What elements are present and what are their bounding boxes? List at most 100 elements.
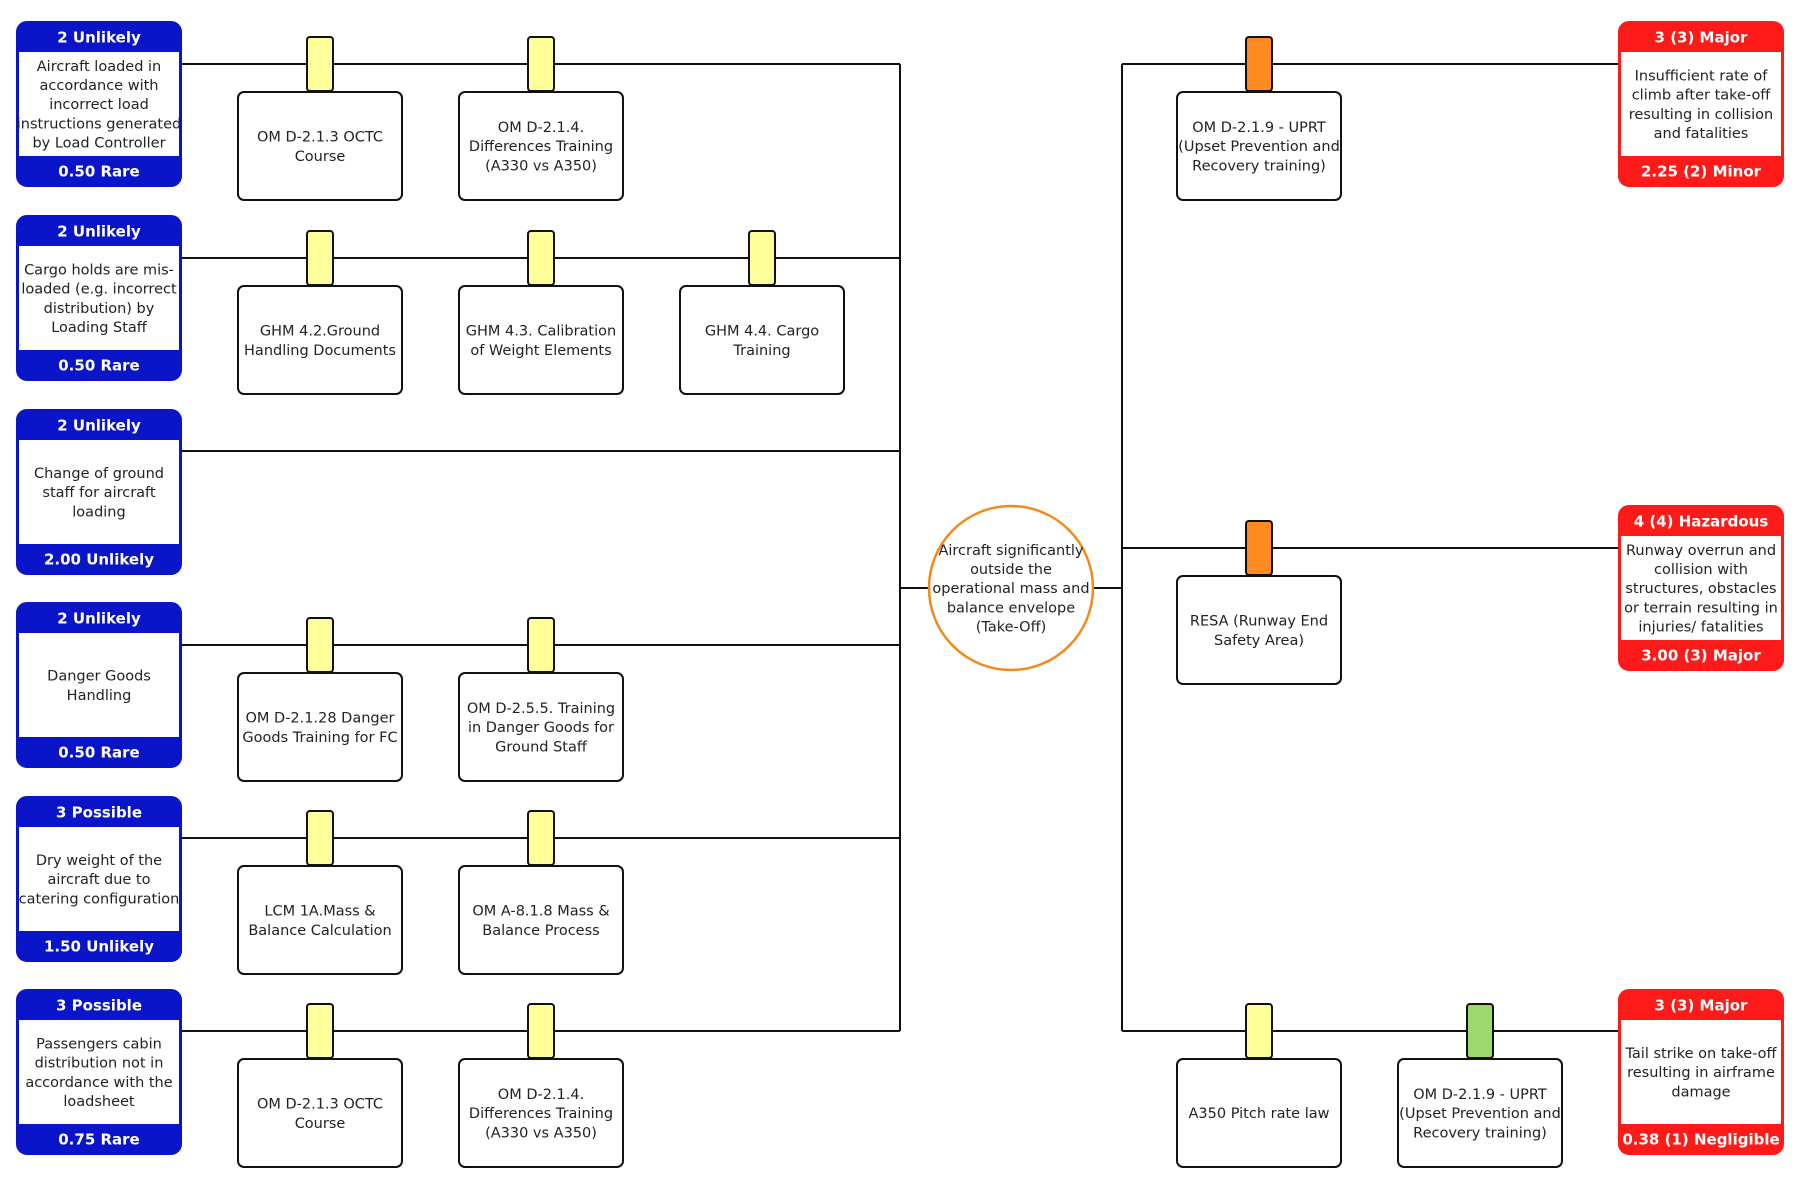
- consequence-box-body: [1621, 1020, 1781, 1124]
- barrier-label-line: Goods Training for FC: [242, 730, 397, 746]
- barrier-box[interactable]: OM D-2.1.3 OCTC Course: [237, 1003, 403, 1168]
- barrier-tab-yellow: [1245, 1003, 1273, 1059]
- threat-description-line: Dry weight of the: [36, 853, 162, 869]
- top-event-label-line: balance envelope: [947, 600, 1075, 616]
- threat-description-line: incorrect load: [49, 97, 149, 113]
- threat-initial-risk: 2 Unlikely: [57, 416, 141, 434]
- barrier-tab-yellow: [527, 36, 555, 92]
- threat-description-line: accordance with the: [25, 1075, 172, 1091]
- barrier-box[interactable]: LCM 1A.Mass & Balance Calculation: [237, 810, 403, 975]
- barrier-label-line: Recovery training): [1413, 1125, 1547, 1141]
- threat-box-body: [19, 440, 179, 544]
- barrier-label-line: Ground Staff: [495, 739, 588, 755]
- barrier-box[interactable]: OM A-8.1.8 Mass & Balance Process: [458, 810, 624, 975]
- barrier-label-line: OM D-2.1.4.: [498, 120, 584, 136]
- barrier-label-line: Recovery training): [1192, 158, 1326, 174]
- top-event-circle: [927, 504, 1095, 672]
- consequence-description-line: structures, obstacles: [1625, 581, 1776, 597]
- threat-description-line: Change of ground: [34, 466, 164, 482]
- top-event-label-line: Aircraft significantly: [938, 543, 1083, 559]
- threat-description-line: staff for aircraft: [42, 485, 155, 501]
- consequence-description-line: damage: [1671, 1084, 1730, 1100]
- threat-description-line: loaded (e.g. incorrect: [21, 282, 177, 298]
- barrier-frame: [237, 672, 403, 782]
- barrier-tab-yellow: [527, 230, 555, 286]
- barrier-box[interactable]: A350 Pitch rate law: [1176, 1003, 1342, 1168]
- consequence-residual-risk: 0.38 (1) Negligible: [1622, 1130, 1779, 1148]
- threat-box-body: [19, 633, 179, 737]
- threat-residual-risk: 0.50 Rare: [58, 743, 139, 761]
- barrier-box[interactable]: OM D-2.5.5. Training in Danger Goods forG…: [458, 617, 624, 782]
- barrier-tab-yellow: [527, 617, 555, 673]
- barrier-tab-yellow: [306, 1003, 334, 1059]
- threat-box-body: [19, 1020, 179, 1124]
- threat-residual-risk: 2.00 Unlikely: [44, 550, 154, 568]
- barrier-frame: [237, 1058, 403, 1168]
- barrier-box[interactable]: OM D-2.1.4.Differences Training(A330 vs …: [458, 1003, 624, 1168]
- barrier-frame: [237, 865, 403, 975]
- barrier-box[interactable]: OM D-2.1.9 - UPRT(Upset Prevention andRe…: [1397, 1003, 1563, 1168]
- barrier-label-line: GHM 4.4. Cargo: [705, 324, 819, 340]
- consequence-initial-risk: 3 (3) Major: [1655, 996, 1749, 1014]
- threat-initial-risk: 2 Unlikely: [57, 222, 141, 240]
- barrier-frame: [458, 285, 624, 395]
- barrier-label-line: in Danger Goods for: [468, 720, 614, 736]
- barrier-label-line: (A330 vs A350): [485, 158, 597, 174]
- barrier-label-line: A350 Pitch rate law: [1189, 1106, 1330, 1122]
- consequence-description-line: Tail strike on take-off: [1624, 1046, 1777, 1062]
- threat-residual-risk: 1.50 Unlikely: [44, 937, 154, 955]
- barrier-label-line: Balance Calculation: [248, 923, 391, 939]
- top-event-label-line: outside the: [970, 562, 1052, 578]
- consequence-description-line: injuries/ fatalities: [1638, 620, 1763, 636]
- threat-description-line: Danger Goods: [47, 669, 151, 685]
- barrier-label-line: OM D-2.1.9 - UPRT: [1192, 120, 1326, 136]
- barrier-label-line: Course: [295, 1116, 346, 1132]
- barrier-label-line: OM A-8.1.8 Mass &: [472, 904, 609, 920]
- consequence-initial-risk: 3 (3) Major: [1655, 28, 1749, 46]
- barrier-tab-yellow: [748, 230, 776, 286]
- barrier-label-line: (Upset Prevention and: [1399, 1106, 1561, 1122]
- consequence-residual-risk: 2.25 (2) Minor: [1641, 162, 1762, 180]
- barrier-label-line: OM D-2.1.28 Danger: [246, 711, 395, 727]
- barrier-frame: [679, 285, 845, 395]
- barrier-frame: [1176, 575, 1342, 685]
- barrier-label-line: OM D-2.1.3 OCTC: [257, 1097, 383, 1113]
- barrier-box[interactable]: OM D-2.1.4.Differences Training(A330 vs …: [458, 36, 624, 201]
- consequence-box-body: [1621, 52, 1781, 156]
- consequence-description-line: resulting in airframe: [1627, 1065, 1775, 1081]
- barrier-tab-yellow: [306, 230, 334, 286]
- threat-description-line: accordance with: [40, 78, 159, 94]
- threat-box-body: [19, 52, 179, 156]
- consequence-description-line: Runway overrun and: [1626, 543, 1776, 559]
- threat-description-line: Aircraft loaded in: [37, 59, 162, 75]
- threat-description-line: loadsheet: [63, 1094, 135, 1110]
- barrier-label-line: OM D-2.5.5. Training: [467, 701, 615, 717]
- barrier-box[interactable]: OM D-2.1.9 - UPRT (Upset Prevention andRe…: [1176, 36, 1342, 201]
- barrier-label-line: Balance Process: [482, 923, 599, 939]
- barrier-label-line: Differences Training: [469, 1106, 613, 1122]
- consequence-description-line: or terrain resulting in: [1624, 600, 1778, 616]
- barrier-label-line: (A330 vs A350): [485, 1125, 597, 1141]
- barrier-frame: [237, 91, 403, 201]
- barrier-label-line: LCM 1A.Mass &: [264, 904, 375, 920]
- threat-description-line: by Load Controller: [32, 136, 165, 152]
- threat-description-line: distribution not in: [35, 1056, 164, 1072]
- barrier-label-line: (Upset Prevention and: [1178, 139, 1340, 155]
- consequence-description-line: climb after take-off: [1632, 88, 1772, 104]
